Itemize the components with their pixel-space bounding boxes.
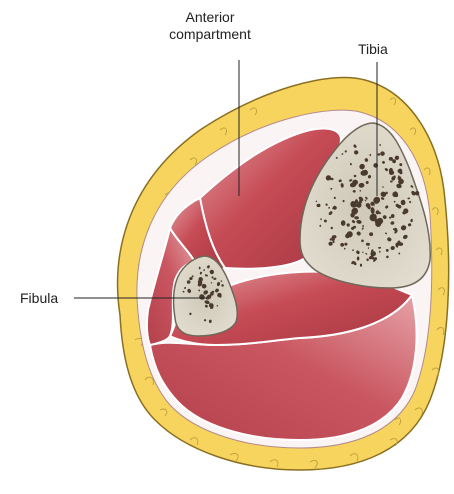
- tibia-label: Tibia: [358, 41, 388, 58]
- fibula-label: Fibula: [20, 290, 58, 307]
- anterior-compartment-label: Anterior compartment: [150, 9, 270, 43]
- anterior-compartment-label-line2: compartment: [150, 26, 270, 43]
- anterior-compartment-label-line1: Anterior: [150, 9, 270, 26]
- marrow-pore: [357, 257, 360, 261]
